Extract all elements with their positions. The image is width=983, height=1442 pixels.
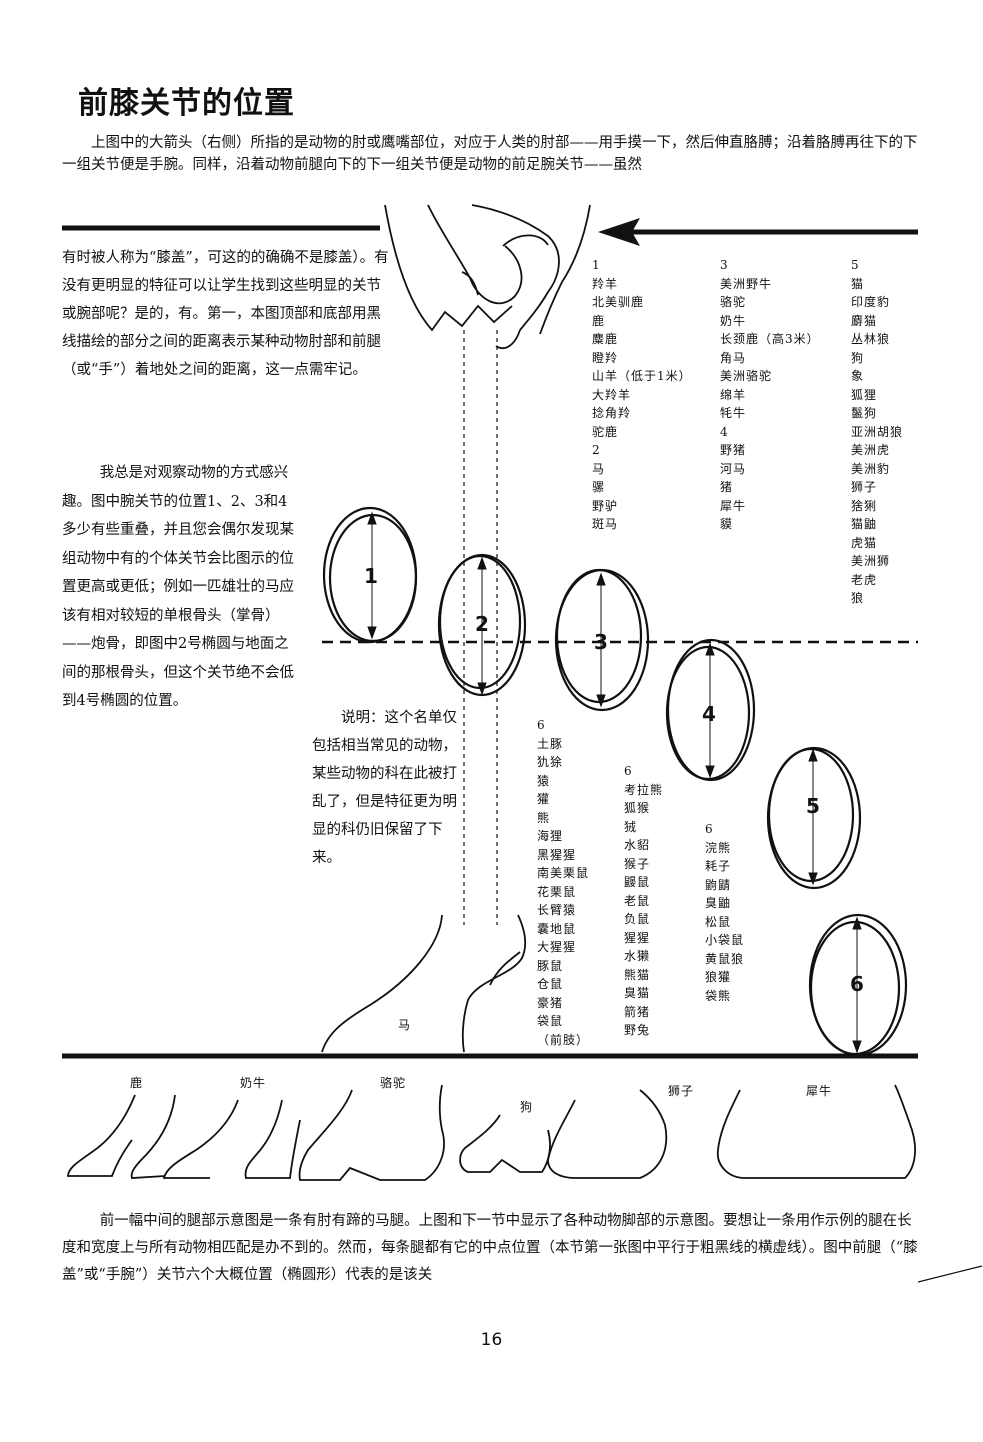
ellipse-label-4: 4	[702, 702, 716, 726]
margin-stroke	[918, 1265, 983, 1283]
ellipse-label-6: 6	[850, 972, 864, 996]
foot-label-deer: 鹿	[130, 1076, 144, 1090]
foot-label-lion: 狮子	[668, 1084, 695, 1098]
left-paragraph-2: 我总是对观察动物的方式感兴趣。图中腕关节的位置1、2、3和4多少有些重叠，并且您…	[62, 465, 294, 709]
intro-paragraph: 上图中的大箭头（右侧）所指的是动物的肘或鹰嘴部位，对应于人类的肘部——用手摸一下…	[62, 135, 918, 173]
left-paragraph-1: 有时被人称为“膝盖”，可这的的确确不是膝盖）。有没有更明显的特征可以让学生找到这…	[62, 250, 389, 378]
foot-label-cow: 奶牛	[240, 1076, 267, 1090]
horse-hoof-drawing	[321, 914, 527, 1053]
elbow-drawing	[384, 204, 591, 350]
foot-label-dog: 狗	[520, 1100, 534, 1114]
page-number: 16	[480, 1330, 503, 1350]
foot-sketches	[67, 1084, 916, 1181]
bottom-paragraph: 前一幅中间的腿部示意图是一条有肘有蹄的马腿。上图和下一节中显示了各种动物脚部的示…	[62, 1213, 918, 1283]
foot-label-rhino: 犀牛	[806, 1084, 833, 1098]
horse-label: 马	[398, 1018, 412, 1032]
page-title: 前膝关节的位置	[78, 86, 295, 121]
ellipse-label-1: 1	[364, 564, 378, 588]
ellipse-label-3: 3	[594, 630, 608, 654]
ellipse-label-2: 2	[475, 612, 489, 636]
foot-label-camel: 骆驼	[380, 1076, 407, 1090]
ellipse-4	[665, 638, 756, 782]
ellipse-3	[554, 568, 650, 712]
ellipse-6	[808, 913, 908, 1057]
arrow-head	[598, 218, 640, 246]
ellipse-label-5: 5	[806, 794, 820, 818]
ellipse-5	[766, 746, 862, 890]
note-paragraph: 说明：这个名单仅包括相当常见的动物，某些动物的科在此被打乱了，但是特征更为明显的…	[312, 710, 457, 866]
